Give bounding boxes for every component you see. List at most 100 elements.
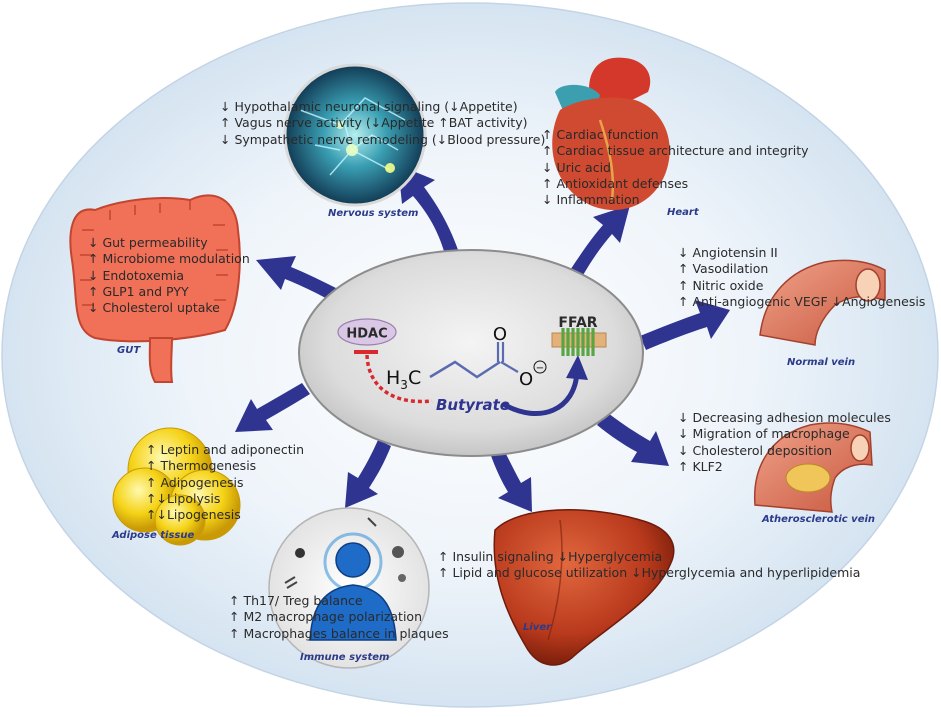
liver-effect-1: ↑ Insulin signaling ↓Hyperglycemia bbox=[438, 549, 663, 564]
ffar-label: FFAR bbox=[558, 315, 597, 331]
heart-caption: Heart bbox=[667, 207, 699, 218]
fat-cell-d bbox=[154, 494, 206, 546]
immune-effect-3: ↑ Macrophages balance in plaques bbox=[229, 625, 449, 641]
heart-effects: ↑ Cardiac function ↑ Cardiac tissue arch… bbox=[542, 127, 809, 208]
pathogen-c bbox=[398, 574, 406, 582]
gut-effect-3: ↓ Endotoxemia bbox=[88, 267, 185, 283]
immune-effect-1: ↑ Th17/ Treg balance bbox=[229, 593, 363, 608]
normal-vein-outer bbox=[759, 259, 886, 346]
butyrate-molecule: H3C O O − bbox=[386, 324, 547, 392]
carbon-chain bbox=[429, 360, 501, 379]
athero-effect-2: ↓ Migration of macrophage bbox=[678, 426, 850, 442]
butyrate-to-ffar-arrowhead bbox=[566, 355, 588, 380]
hdac-label: HDAC bbox=[346, 327, 387, 342]
formula-h3c: H3C bbox=[386, 367, 421, 392]
center-ellipse bbox=[298, 249, 644, 457]
heart-illustration bbox=[552, 57, 670, 211]
nervous-effect-3: ↓ Sympathetic nerve remodeling (↓Blood p… bbox=[220, 131, 546, 147]
gut-colon bbox=[69, 194, 241, 343]
pathogen-b bbox=[392, 546, 404, 558]
adipose-effect-5: ↑↓Lipogenesis bbox=[146, 507, 241, 523]
nervous-system-effects: ↓ Hypothalamic neuronal signaling (↓Appe… bbox=[220, 99, 545, 148]
liver-lobe-line bbox=[547, 519, 563, 641]
person-body bbox=[309, 584, 397, 641]
atherosclerotic-vein-caption: Atherosclerotic vein bbox=[762, 514, 876, 525]
adipose-caption: Adipose tissue bbox=[112, 530, 195, 541]
gut-effect-5: ↓ Cholesterol uptake bbox=[88, 300, 220, 316]
arrows bbox=[235, 165, 730, 512]
heart-body bbox=[552, 97, 670, 211]
athero-vein-plaque bbox=[785, 463, 831, 493]
liver-body bbox=[493, 509, 675, 666]
athero-effect-4: ↑ KLF2 bbox=[678, 458, 723, 474]
atherosclerotic-vein-effects: ↓ Decreasing adhesion molecules ↓ Migrat… bbox=[678, 410, 891, 475]
gut-effect-2: ↑ Microbiome modulation bbox=[88, 251, 250, 267]
pathogen-rods bbox=[284, 517, 377, 589]
normal-vein-effect-4: ↑ Anti-angiogenic VEGF ↓Angiogenesis bbox=[678, 293, 926, 309]
gut-folds bbox=[80, 200, 228, 306]
neuron-soma-c bbox=[385, 163, 395, 173]
nervous-system-caption: Nervous system bbox=[328, 208, 419, 219]
normal-vein-lumen bbox=[855, 268, 881, 302]
butyrate-to-ffar-arrow bbox=[501, 371, 580, 416]
neuron-soma-a bbox=[346, 144, 358, 156]
nervous-effect-1: ↓ Hypothalamic neuronal signaling (↓Appe… bbox=[220, 99, 518, 114]
arrow-to-nervous-system bbox=[398, 165, 462, 266]
adipose-effects: ↑ Leptin and adiponectin ↑ Thermogenesis… bbox=[146, 442, 304, 523]
athero-effect-3: ↓ Cholesterol deposition bbox=[678, 442, 833, 458]
arrow-to-gut bbox=[256, 256, 342, 303]
gut-rectum bbox=[148, 337, 174, 383]
athero-effect-1: ↓ Decreasing adhesion molecules bbox=[678, 410, 891, 425]
immune-effect-2: ↑ M2 macrophage polarization bbox=[229, 609, 422, 625]
immune-effects: ↑ Th17/ Treg balance ↑ M2 macrophage pol… bbox=[229, 593, 449, 642]
liver-effects: ↑ Insulin signaling ↓Hyperglycemia ↑ Lip… bbox=[438, 549, 860, 582]
negative-charge: − bbox=[536, 363, 544, 374]
immune-illustration bbox=[268, 507, 430, 669]
neuron-soma-b bbox=[336, 121, 344, 129]
heart-coronary bbox=[598, 119, 615, 201]
liver-caption: Liver bbox=[523, 622, 552, 633]
hdac-capsule bbox=[337, 318, 397, 346]
arrow-to-adipose-tissue bbox=[235, 383, 310, 432]
normal-vein-effect-1: ↓ Angiotensin II bbox=[678, 245, 778, 260]
gut-effect-4: ↑ GLP1 and PYY bbox=[88, 283, 189, 299]
normal-vein-effect-3: ↑ Nitric oxide bbox=[678, 277, 764, 293]
hdac-enzyme: HDAC bbox=[337, 318, 397, 346]
receptor-helices bbox=[561, 328, 595, 356]
adipose-effect-2: ↑ Thermogenesis bbox=[146, 458, 257, 474]
arrow-to-atherosclerotic-vein bbox=[597, 413, 669, 466]
inhibition-dashed-line bbox=[365, 354, 433, 404]
gut-caption: GUT bbox=[117, 345, 141, 356]
oxygen-double: O bbox=[493, 324, 507, 345]
ffar-receptor: FFAR bbox=[551, 315, 607, 356]
heart-effect-2: ↑ Cardiac tissue architecture and integr… bbox=[542, 143, 809, 159]
normal-vein-effect-2: ↑ Vasodilation bbox=[678, 261, 769, 277]
butyrate-label: Butyrate bbox=[436, 396, 510, 414]
heart-aorta bbox=[589, 57, 651, 100]
nervous-system-illustration bbox=[283, 63, 427, 207]
adipose-illustration bbox=[112, 427, 241, 546]
gut-effects: ↓ Gut permeability ↑ Microbiome modulati… bbox=[88, 235, 250, 316]
immune-caption: Immune system bbox=[300, 652, 390, 663]
heart-effect-4: ↑ Antioxidant defenses bbox=[542, 175, 689, 191]
adipose-effect-4: ↑↓Lipolysis bbox=[146, 490, 221, 506]
charge-circle bbox=[533, 360, 547, 374]
pathogen-a bbox=[295, 548, 305, 558]
heart-effect-5: ↓ Inflammation bbox=[542, 192, 640, 208]
normal-vein-caption: Normal vein bbox=[787, 357, 856, 368]
liver-illustration bbox=[493, 509, 675, 666]
arrow-to-liver bbox=[490, 448, 532, 512]
athero-vein-lumen bbox=[850, 434, 870, 462]
arrow-to-immune-system bbox=[345, 440, 391, 508]
liver-effect-2: ↑ Lipid and glucose utilization ↓Hypergl… bbox=[438, 565, 861, 581]
normal-vein-effects: ↓ Angiotensin II ↑ Vasodilation ↑ Nitric… bbox=[678, 245, 925, 310]
gut-effect-1: ↓ Gut permeability bbox=[88, 235, 208, 250]
adipose-effect-1: ↑ Leptin and adiponectin bbox=[146, 442, 305, 457]
oxygen-anion: O bbox=[519, 369, 533, 390]
arrow-to-normal-vein bbox=[640, 300, 730, 350]
nervous-effect-2: ↑ Vagus nerve activity (↓Appetite ↑BAT a… bbox=[220, 115, 528, 131]
adipose-effect-3: ↑ Adipogenesis bbox=[146, 474, 244, 490]
arrow-to-heart bbox=[565, 205, 630, 286]
person-head bbox=[335, 542, 371, 578]
